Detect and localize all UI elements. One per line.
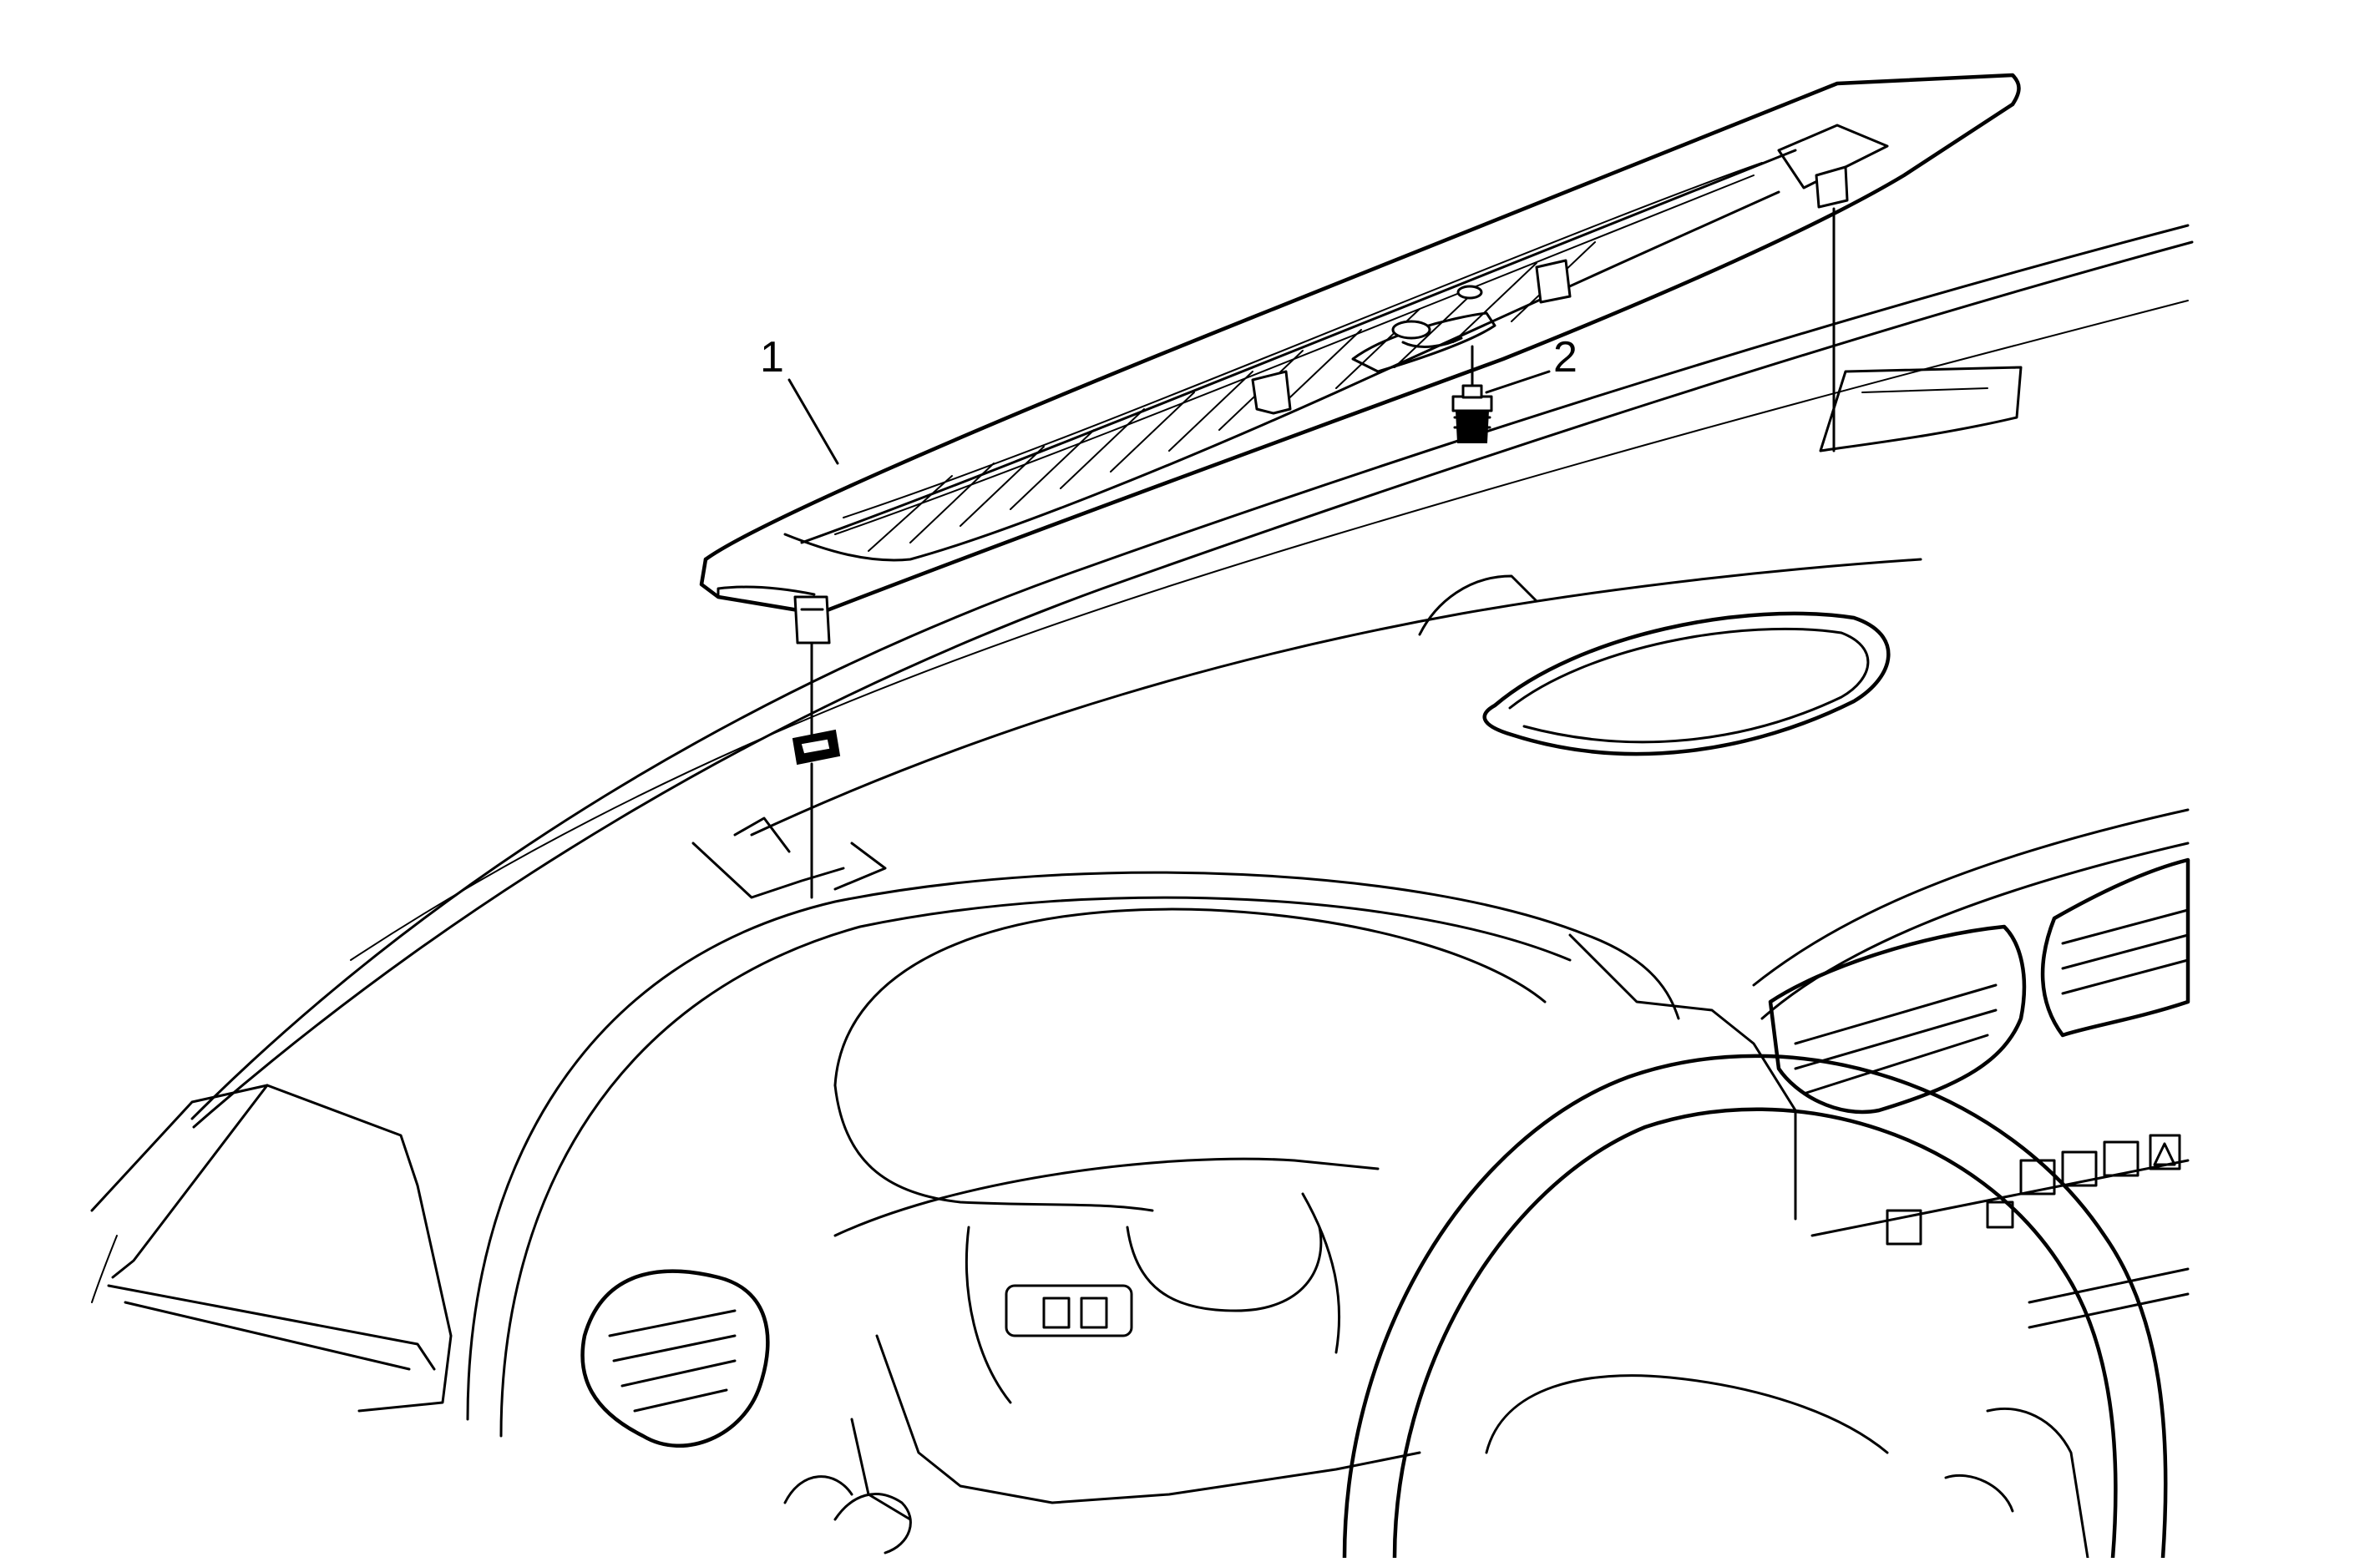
callout-2: 2 [1485,333,1577,394]
callout-2-leader [1485,370,1551,394]
steering-wheel [1342,1054,2168,1560]
callout-1: 1 [760,333,839,465]
callout-2-number: 2 [1553,333,1577,382]
retainer-clip [792,729,841,766]
callout-1-leader [787,378,839,465]
callout-1-number: 1 [760,333,784,382]
defroster-grille-panel [699,73,2021,645]
instrument-panel-upper-trim [90,224,2194,1554]
sunload-sensor [1451,345,1493,443]
alignment-lines [810,207,1836,899]
